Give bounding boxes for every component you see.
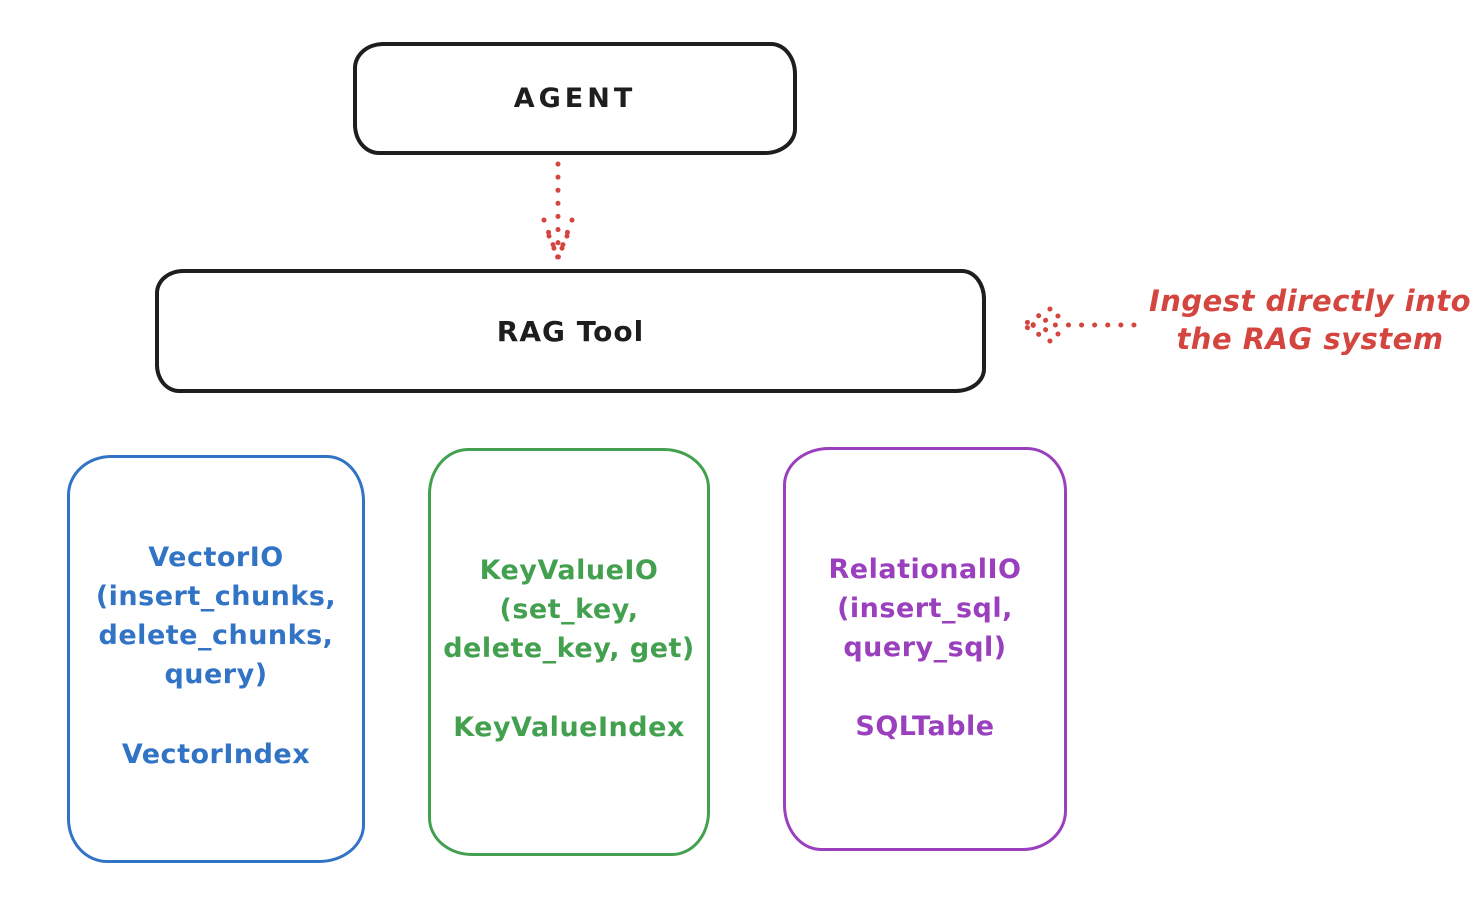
ingest-annotation: Ingest directly into the RAG system bbox=[1148, 284, 1472, 356]
relational-io-node: RelationalIO (insert_sql, query_sql) SQL… bbox=[783, 447, 1067, 851]
rag-tool-node: RAG Tool bbox=[155, 269, 986, 393]
agent-node: AGENT bbox=[353, 42, 797, 155]
vector-io-node: VectorIO (insert_chunks, delete_chunks, … bbox=[67, 455, 365, 863]
agent-to-ragtool-arrow-icon bbox=[541, 161, 575, 261]
vector-io-methods: VectorIO (insert_chunks, delete_chunks, … bbox=[95, 542, 337, 691]
ingest-arrow-icon bbox=[1020, 306, 1137, 344]
sql-table-label: SQLTable bbox=[855, 711, 995, 743]
relational-io-methods: RelationalIO (insert_sql, query_sql) bbox=[828, 554, 1022, 664]
agent-label: AGENT bbox=[513, 83, 637, 114]
keyvalue-io-node: KeyValueIO (set_key, delete_key, get) Ke… bbox=[428, 448, 710, 856]
keyvalue-io-methods: KeyValueIO (set_key, delete_key, get) bbox=[443, 555, 695, 665]
keyvalue-index-label: KeyValueIndex bbox=[453, 712, 685, 744]
rag-tool-label: RAG Tool bbox=[496, 314, 645, 348]
vector-index-label: VectorIndex bbox=[121, 738, 311, 770]
